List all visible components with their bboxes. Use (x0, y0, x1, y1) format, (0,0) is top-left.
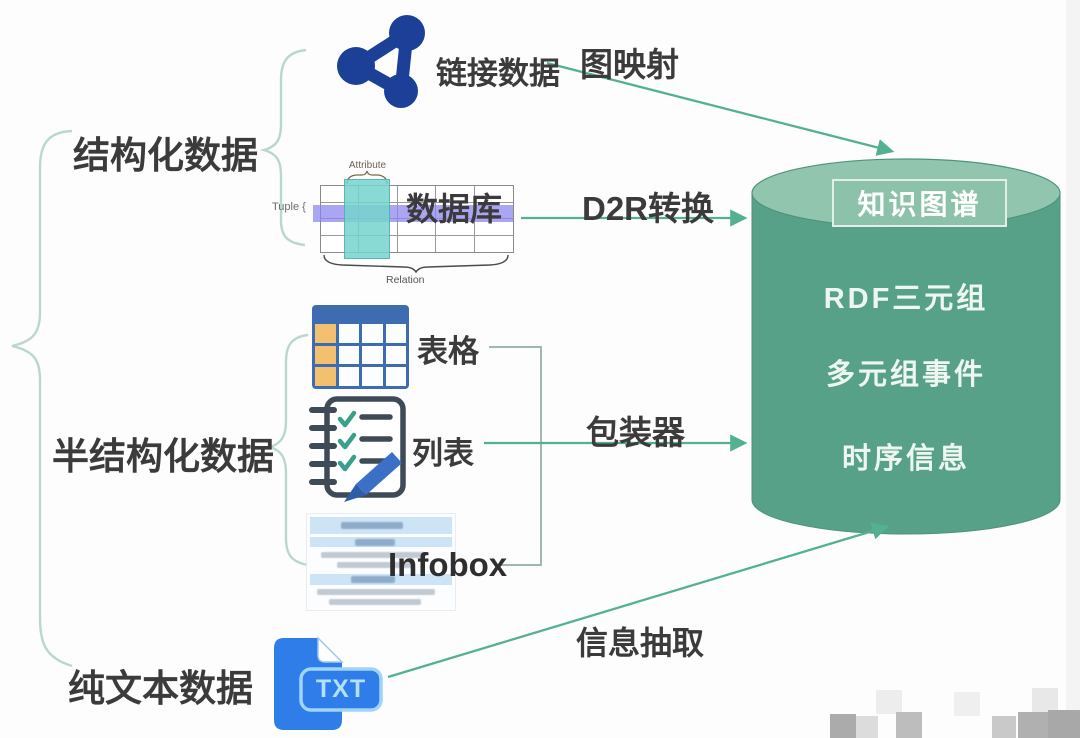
attribute-annotation: Attribute (348, 160, 387, 171)
graph-mapping-arrow (546, 61, 895, 156)
linked-data-label: 链接数据 (436, 56, 560, 91)
table-label: 表格 (417, 334, 479, 369)
infobox-label: Infobox (388, 546, 508, 583)
list-icon (309, 396, 406, 502)
category-semi-structured-data: 半结构化数据 (52, 436, 274, 477)
relation-brace (323, 254, 509, 274)
knowledge-graph-title: 知识图谱 (857, 189, 982, 220)
tuple-annotation: Tuple { (272, 201, 306, 213)
pencil-icon (344, 452, 402, 502)
kg-item-temporal-info: 时序信息 (841, 443, 970, 475)
semi-structured-brace (265, 333, 309, 567)
wrapper-label: 包装器 (586, 414, 685, 451)
category-plain-text-data: 纯文本数据 (68, 668, 253, 709)
table-icon (312, 305, 409, 389)
structured-brace (259, 48, 307, 247)
semi-items-bracket (489, 346, 542, 566)
category-structured-data: 结构化数据 (73, 135, 258, 176)
relation-annotation: Relation (386, 274, 425, 286)
info-extraction-arrow (387, 522, 890, 679)
attribute-brace (346, 170, 388, 185)
attribute-column-highlight (344, 179, 390, 259)
infobox-thumbnail (306, 513, 456, 611)
list-label: 列表 (412, 436, 474, 471)
linked-data-icon (337, 15, 425, 108)
d2r-conversion-label: D2R转换 (582, 190, 715, 227)
txt-file-icon (274, 636, 383, 730)
info-extraction-label: 信息抽取 (576, 625, 705, 661)
database-label: 数据库 (406, 191, 503, 227)
page-edge-strip (1066, 0, 1080, 738)
kg-item-rdf-triples: RDF三元组 (823, 283, 989, 315)
kg-item-tuple-events: 多元组事件 (825, 359, 986, 391)
root-brace (11, 129, 73, 668)
txt-badge-label: TXT (315, 675, 367, 703)
knowledge-graph-title-box: 知识图谱 (832, 179, 1007, 227)
graph-mapping-label: 图映射 (580, 46, 679, 83)
